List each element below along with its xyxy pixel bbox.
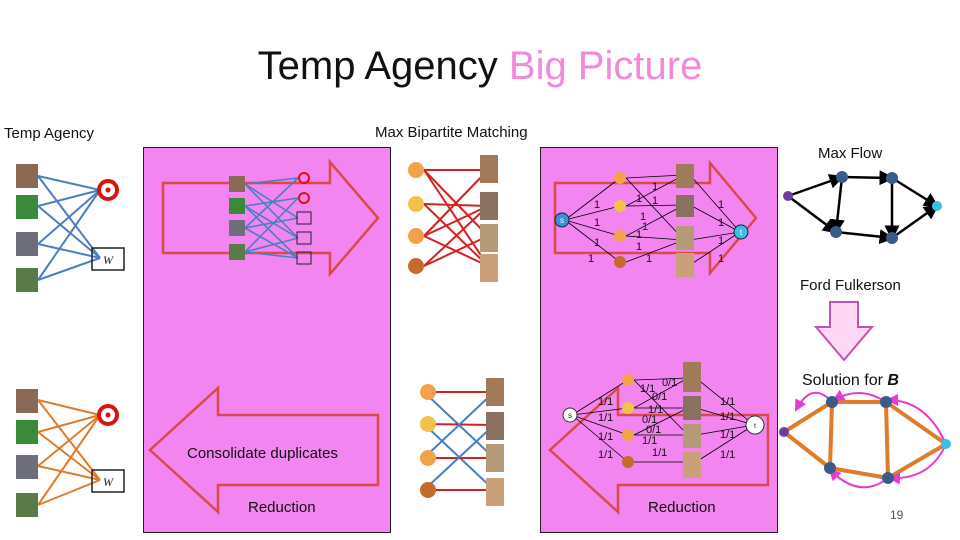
dog-photos xyxy=(480,155,504,506)
reduction-arrow-top-left xyxy=(161,158,380,278)
svg-text:1: 1 xyxy=(594,199,600,211)
reduction-arrow-bottom-right xyxy=(548,385,770,515)
flow-dogs-top xyxy=(676,164,694,277)
flow-labels-bottom: 1/11/1 1/11/1 0/11/1 0/11/1 0/11/1 0/11/… xyxy=(598,377,735,461)
label-temp-agency: Temp Agency xyxy=(4,125,95,142)
node-t-top: t xyxy=(733,224,749,240)
svg-text:1: 1 xyxy=(718,235,724,247)
svg-text:1: 1 xyxy=(594,217,600,229)
svg-text:s: s xyxy=(568,411,572,420)
svg-text:1: 1 xyxy=(640,211,646,223)
svg-text:1/1: 1/1 xyxy=(720,429,735,441)
svg-text:1/1: 1/1 xyxy=(720,396,735,408)
svg-text:1/1: 1/1 xyxy=(652,447,667,459)
label-ford-fulkerson: Ford Fulkerson xyxy=(800,277,901,294)
reduction-arrow-top-right xyxy=(553,159,758,277)
flow-dogs-bottom xyxy=(683,362,701,478)
title-main: Temp Agency xyxy=(257,44,498,88)
svg-text:1/1: 1/1 xyxy=(598,396,613,408)
node-s-bottom: s xyxy=(562,407,578,423)
bipartite-bottom-edges xyxy=(423,391,495,491)
capacity-labels-top: 11 11 11 11 11 11 11 11 xyxy=(588,181,724,265)
cartoon-workers xyxy=(408,162,436,498)
svg-text:1: 1 xyxy=(636,229,642,241)
max-flow-nodes xyxy=(783,171,942,244)
consolidated-jobs xyxy=(296,172,312,265)
label-max-bipartite: Max Bipartite Matching xyxy=(375,124,528,141)
page-number: 19 xyxy=(890,508,904,522)
consolidated-workers xyxy=(229,176,245,260)
svg-text:1: 1 xyxy=(718,217,724,229)
svg-text:1/1: 1/1 xyxy=(720,411,735,423)
svg-text:1/1: 1/1 xyxy=(648,404,663,416)
svg-text:1: 1 xyxy=(718,199,724,211)
svg-text:1: 1 xyxy=(636,241,642,253)
temp-agency-bottom-edges xyxy=(37,399,101,506)
svg-text:1/1: 1/1 xyxy=(640,383,655,395)
svg-text:1/1: 1/1 xyxy=(642,435,657,447)
temp-agency-workers-top xyxy=(16,164,38,292)
label-consolidate: Consolidate duplicates xyxy=(187,445,338,462)
wayne-logo-icon-2: W xyxy=(91,469,125,493)
label-reduction-left: Reduction xyxy=(248,499,316,516)
node-s-top: s xyxy=(554,212,570,228)
svg-text:1/1: 1/1 xyxy=(598,431,613,443)
solution-graph-nodes xyxy=(779,396,951,484)
flow-workers-top xyxy=(614,172,626,268)
flow-network-top-edges xyxy=(564,174,741,266)
svg-text:1: 1 xyxy=(636,193,642,205)
consolidated-bipartite-edges xyxy=(244,177,299,259)
temp-agency-workers-bottom xyxy=(16,389,38,517)
svg-text:1: 1 xyxy=(642,221,648,233)
ford-fulkerson-arrow xyxy=(813,301,875,362)
max-flow-graph xyxy=(787,170,940,245)
svg-text:W: W xyxy=(103,475,114,489)
target-logo-icon xyxy=(97,179,119,201)
svg-text:1: 1 xyxy=(588,253,594,265)
bipartite-top-edges xyxy=(423,169,489,267)
title-highlight: Big Picture xyxy=(508,44,703,88)
label-reduction-right: Reduction xyxy=(648,499,716,516)
svg-text:1/1: 1/1 xyxy=(598,412,613,424)
svg-text:1: 1 xyxy=(652,195,658,207)
solution-graph-flow-edges xyxy=(782,400,948,480)
svg-text:0/1: 0/1 xyxy=(662,377,677,389)
flow-network-bottom-edges xyxy=(571,377,755,463)
svg-text:1/1: 1/1 xyxy=(598,449,613,461)
wayne-logo-icon: W xyxy=(91,247,125,271)
svg-text:1/1: 1/1 xyxy=(720,449,735,461)
temp-agency-top-edges xyxy=(37,175,101,281)
reduction-arrow-bottom-left xyxy=(148,385,380,515)
flow-workers-bottom xyxy=(622,374,634,468)
label-solution: Solution for B xyxy=(802,372,899,389)
svg-text:1: 1 xyxy=(646,253,652,265)
svg-text:0/1: 0/1 xyxy=(642,414,657,426)
svg-text:t: t xyxy=(754,423,756,430)
target-logo-icon-2 xyxy=(97,404,119,426)
node-t-bottom: t xyxy=(745,415,765,435)
svg-text:0/1: 0/1 xyxy=(652,391,667,403)
svg-text:0/1: 0/1 xyxy=(646,424,661,436)
svg-text:t: t xyxy=(740,228,743,237)
svg-text:1: 1 xyxy=(652,181,658,193)
slide-title: Temp Agency Big Picture xyxy=(0,44,960,89)
svg-text:1: 1 xyxy=(594,237,600,249)
svg-text:1: 1 xyxy=(718,253,724,265)
label-max-flow: Max Flow xyxy=(818,145,883,162)
svg-text:s: s xyxy=(560,216,564,225)
svg-text:W: W xyxy=(103,253,114,267)
